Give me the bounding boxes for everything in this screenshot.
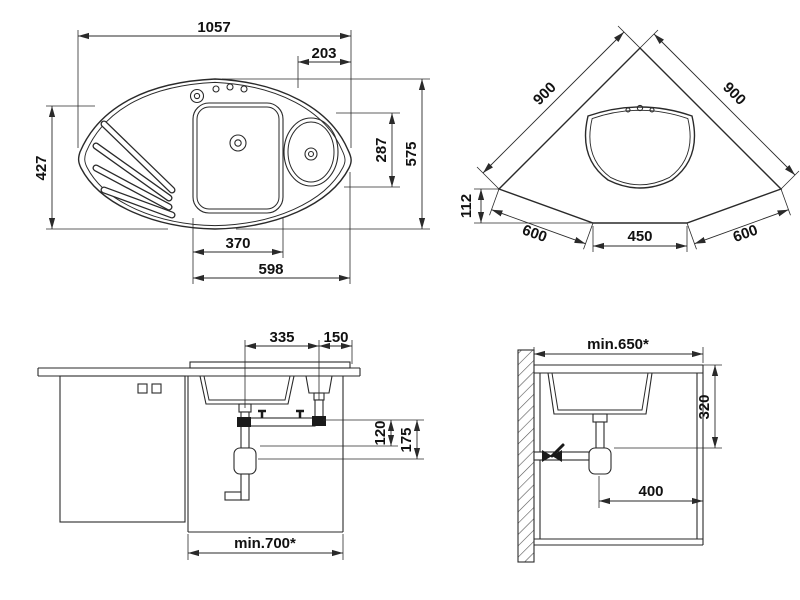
sink-cabinet — [187, 376, 344, 533]
extra-bowl-drain-icon — [304, 147, 318, 161]
dim-drain-spacing: 335 — [269, 329, 294, 346]
dim-min-cabinet-width: min.700* — [234, 535, 296, 552]
sink-cabinet — [534, 373, 704, 546]
extra-bowl — [283, 117, 339, 187]
waste-plumbing — [224, 399, 326, 501]
dim-main-bowl-width: 370 — [225, 235, 250, 252]
bottle-trap — [588, 447, 612, 475]
dim-worktop-right: 600 — [731, 222, 760, 247]
dim-total-depth: 575 — [403, 141, 420, 166]
main-bowl-drain-center — [234, 139, 242, 147]
worktop — [37, 361, 361, 377]
extension-lines — [533, 347, 722, 508]
base-appliance — [59, 375, 186, 523]
worktop — [534, 364, 704, 374]
side-section-view: min.650* 320 400 — [517, 336, 722, 563]
main-bowl-drain-icon — [229, 134, 247, 152]
dim-outlet-height-b: 175 — [398, 427, 415, 452]
main-bowl — [192, 102, 284, 214]
dimension-lines — [477, 31, 796, 250]
extra-bowl-drain-center — [307, 150, 315, 158]
extension-lines — [187, 340, 424, 560]
sink-outline — [77, 78, 352, 230]
corner-cabinet-outline — [497, 47, 783, 224]
drainboard-grooves — [92, 120, 176, 219]
wall-hatch — [517, 349, 535, 563]
corner-sink-rim — [589, 109, 691, 186]
corner-sink-outline — [584, 106, 696, 189]
dim-tap-ledge: 203 — [311, 45, 336, 62]
plan-view: 1057 203 427 575 287 370 598 — [33, 19, 430, 284]
bowl-section — [547, 372, 653, 423]
dim-drain-to-edge: 150 — [323, 329, 348, 346]
dim-front-width: 450 — [627, 228, 652, 245]
dimension-lines — [188, 342, 421, 557]
tap-holes — [189, 83, 248, 104]
shutoff-valve-icon — [542, 443, 565, 462]
dimension-lines — [48, 32, 426, 282]
dim-outlet-height-a: 120 — [372, 420, 389, 445]
drain-fitting — [592, 413, 608, 423]
front-section-view: 335 150 120 175 min.700* — [37, 329, 424, 560]
bottle-trap — [233, 447, 257, 475]
dim-min-worktop-depth: min.650* — [587, 336, 649, 353]
dim-total-width: 1057 — [197, 19, 230, 36]
dim-left-depth: 427 — [33, 155, 50, 180]
dim-outlet-drop: 320 — [696, 394, 713, 419]
dim-corner-inset: 112 — [458, 194, 475, 218]
dim-wall-left: 900 — [530, 79, 560, 109]
main-bowl-inner — [196, 106, 280, 210]
dim-worktop-left: 600 — [520, 222, 549, 247]
dim-bowl-span: 598 — [258, 261, 283, 278]
dim-bowl-depth: 287 — [373, 137, 390, 162]
bowl-sections — [199, 375, 333, 413]
extension-lines — [474, 25, 800, 252]
dimension-lines — [534, 350, 719, 505]
extra-bowl-inner — [287, 121, 335, 183]
dim-wall-clearance: 400 — [638, 483, 663, 500]
waste-plumbing — [533, 421, 612, 475]
corner-plan-view: 900 900 600 600 112 450 — [458, 25, 800, 252]
